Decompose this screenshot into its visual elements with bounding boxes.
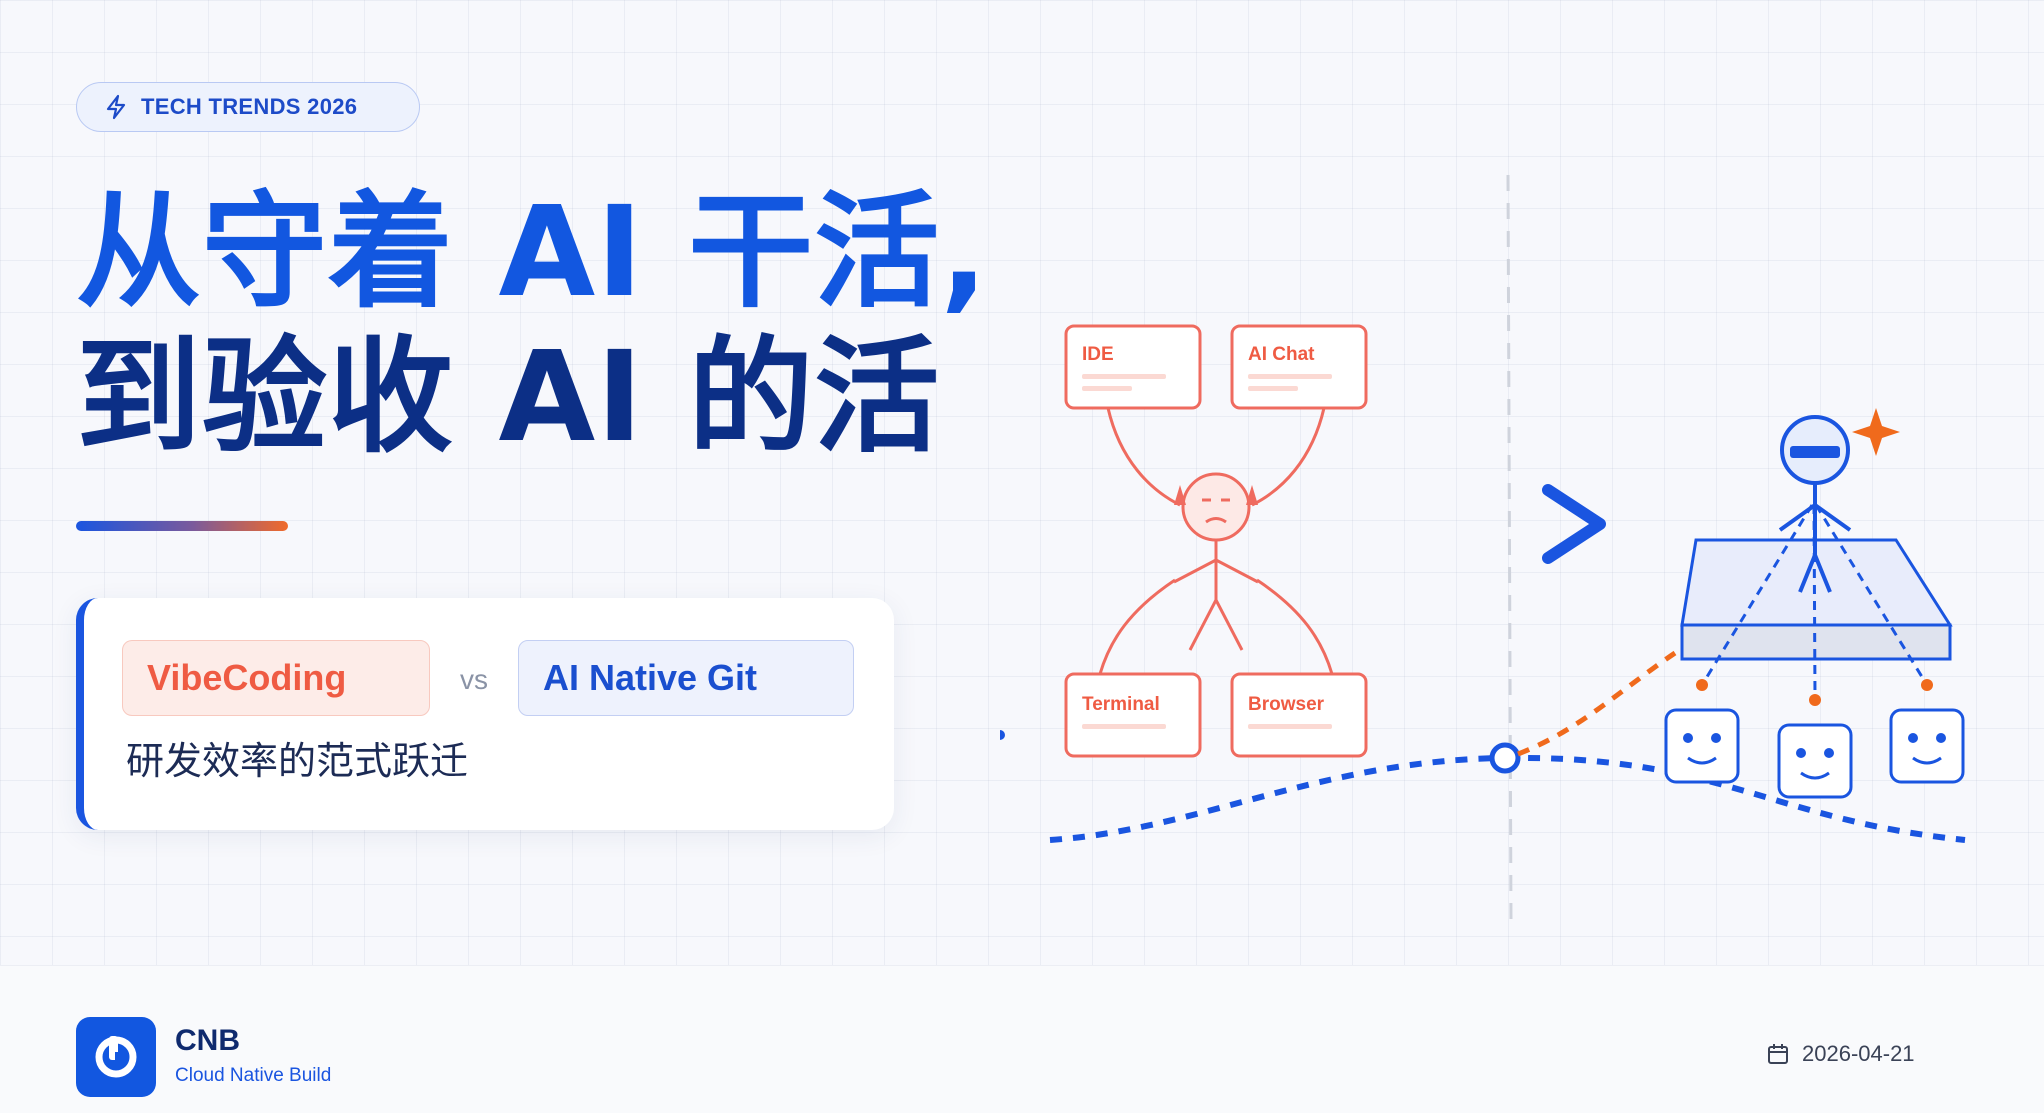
date-stamp: 2026-04-21 <box>1766 1041 1915 1067</box>
tool-card-ide: IDE <box>1064 324 1202 410</box>
sparkle-icon <box>1852 408 1900 456</box>
tool-label-ide: IDE <box>1082 344 1114 365</box>
progress-path-right <box>1504 754 1966 843</box>
tool-label-browser: Browser <box>1248 694 1325 715</box>
date-value: 2026-04-21 <box>1802 1041 1915 1066</box>
calendar-icon <box>1768 1044 1788 1064</box>
orange-connector <box>1517 650 1677 757</box>
ai-agent-1 <box>1000 679 1740 784</box>
transition-illustration: IDE AI Chat Terminal Browser <box>1000 174 1966 920</box>
tool-label-ai-chat: AI Chat <box>1248 344 1315 365</box>
comparison-card: VibeCoding vs AI Native Git 研发效率的范式跃迁 <box>76 598 894 830</box>
chevron-right-icon <box>1542 484 1606 564</box>
page-title: 从守着 AI 干活, 到验收 AI 的活 <box>76 180 989 470</box>
vertical-divider <box>1506 174 1513 920</box>
tech-trends-badge: TECH TRENDS 2026 <box>76 82 420 132</box>
tool-card-browser: Browser <box>1230 672 1368 758</box>
vibecoding-tag: VibeCoding <box>122 640 430 716</box>
path-node <box>1489 742 1521 774</box>
ai-agent-3 <box>1889 679 1965 784</box>
title-line-1: 从守着 AI 干活, <box>76 180 989 325</box>
tool-label-terminal: Terminal <box>1082 694 1160 715</box>
cnb-logo-icon <box>76 1017 156 1097</box>
ai-native-git-tag: AI Native Git <box>518 640 854 716</box>
stressed-developer-figure <box>1098 407 1334 675</box>
ai-agent-2 <box>1777 694 1853 799</box>
card-subtitle: 研发效率的范式跃迁 <box>126 739 469 783</box>
tool-card-ai-chat: AI Chat <box>1230 324 1368 410</box>
progress-path <box>1049 755 1506 843</box>
badge-label: TECH TRENDS 2026 <box>141 94 358 119</box>
title-line-2: 到验收 AI 的活 <box>76 325 941 470</box>
footer-bar <box>0 965 2044 1113</box>
supervisor-figure <box>1778 415 1852 593</box>
lightning-icon <box>106 94 126 120</box>
accent-divider <box>76 521 288 531</box>
tool-card-terminal: Terminal <box>1064 672 1202 758</box>
brand-tagline: Cloud Native Build <box>175 1065 332 1086</box>
vs-label: vs <box>460 664 488 695</box>
brand-name: CNB <box>175 1024 240 1057</box>
